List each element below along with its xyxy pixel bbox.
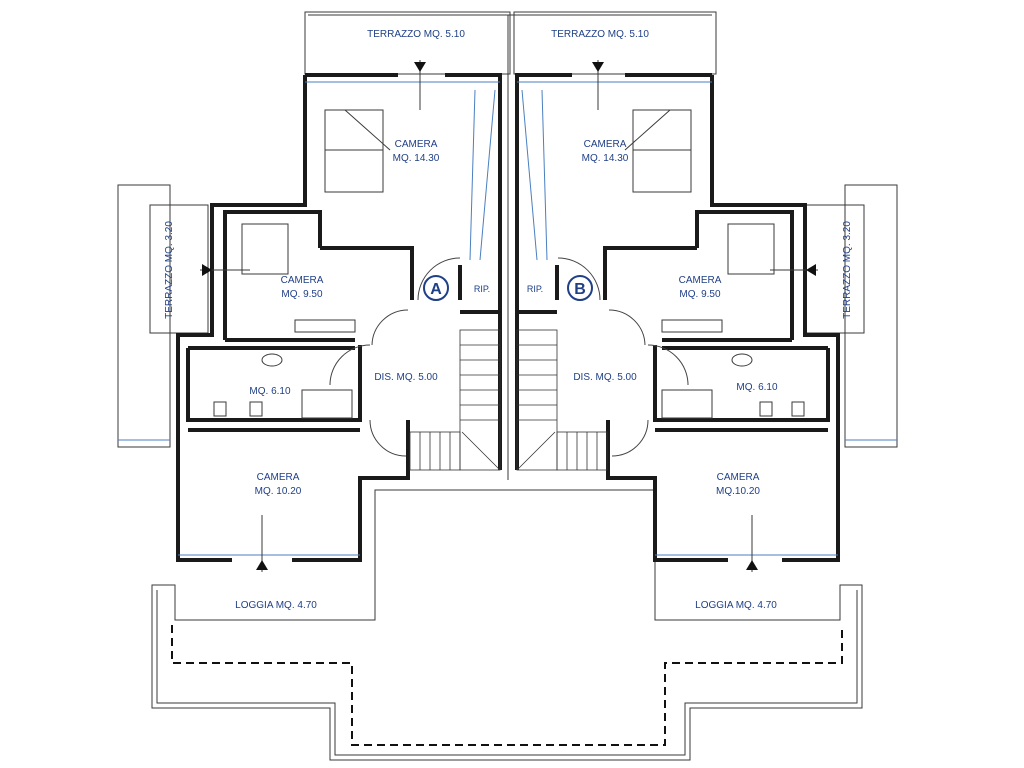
label-camera-low-right-name: CAMERA — [717, 472, 760, 483]
bed-mid-left — [241, 223, 289, 275]
label-camera-main-left-name: CAMERA — [395, 139, 438, 150]
walls-right-unit — [515, 73, 840, 562]
badge-a: A — [423, 275, 449, 301]
svg-text:B: B — [574, 281, 586, 298]
terrace-right-box — [844, 184, 898, 448]
label-camera-mid-left-area: MQ. 9.50 — [281, 289, 323, 300]
bed-right — [632, 109, 692, 193]
label-terrazzo-side-left: TERRAZZO MQ. 3.20 — [164, 221, 175, 319]
bed-mid-right — [727, 223, 775, 275]
badge-b: B — [567, 275, 593, 301]
label-terrazzo-side-right: TERRAZZO MQ. 3.20 — [842, 221, 853, 319]
label-camera-main-right-name: CAMERA — [584, 139, 627, 150]
terrace-left-box — [117, 184, 171, 448]
bed-left — [324, 109, 384, 193]
label-terrazzo-top-right: TERRAZZO MQ. 5.10 — [551, 29, 649, 40]
label-loggia-left: LOGGIA MQ. 4.70 — [235, 600, 317, 611]
stairs-right — [516, 329, 608, 471]
arrow-markers — [200, 60, 818, 572]
lower-terrace-inner — [156, 590, 858, 756]
lower-dashed-line — [171, 625, 843, 746]
label-camera-mid-right-area: MQ. 9.50 — [679, 289, 721, 300]
terrace-top-right-box — [513, 11, 717, 75]
label-camera-low-right-area: MQ.10.20 — [716, 486, 760, 497]
label-camera-low-left-name: CAMERA — [257, 472, 300, 483]
label-dis-right: DIS. MQ. 5.00 — [573, 372, 637, 383]
label-bath-right: MQ. 6.10 — [736, 382, 778, 393]
label-camera-main-right-area: MQ. 14.30 — [582, 153, 629, 164]
label-terrazzo-top-left: TERRAZZO MQ. 5.10 — [367, 29, 465, 40]
tub-right — [661, 389, 713, 419]
stairs-left — [409, 329, 501, 471]
label-camera-mid-left-name: CAMERA — [281, 275, 324, 286]
terrace-left-inner — [149, 204, 209, 334]
label-camera-low-left-area: MQ. 10.20 — [255, 486, 302, 497]
lower-terrace-outline — [151, 489, 863, 761]
terrace-top-left-box — [304, 11, 511, 75]
label-camera-mid-right-name: CAMERA — [679, 275, 722, 286]
label-rip-left: RIP. — [474, 284, 490, 294]
label-camera-main-left-area: MQ. 14.30 — [393, 153, 440, 164]
tub-left — [301, 389, 353, 419]
label-loggia-right: LOGGIA MQ. 4.70 — [695, 600, 777, 611]
label-bath-left: MQ. 6.10 — [249, 386, 291, 397]
label-dis-left: DIS. MQ. 5.00 — [374, 372, 438, 383]
label-rip-right: RIP. — [527, 284, 543, 294]
walls-left-unit — [176, 73, 502, 562]
svg-text:A: A — [430, 281, 442, 298]
